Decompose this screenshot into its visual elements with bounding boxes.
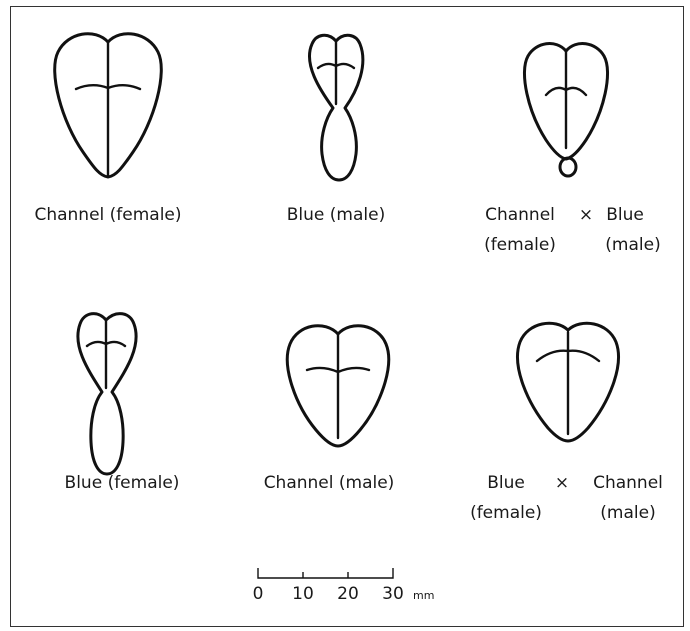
svg-text:(male): (male) (600, 503, 655, 523)
svg-text:×: × (579, 205, 593, 225)
label-blue-male: Blue (male) (287, 205, 385, 225)
label-hybrid-channel-x-blue: Channel (female) × Blue (male) (484, 205, 661, 255)
svg-text:Blue: Blue (487, 473, 525, 493)
specimen-channel-male: Channel (male) (264, 326, 395, 493)
svg-text:(male): (male) (605, 235, 660, 255)
specimen-channel-female: Channel (female) (34, 34, 181, 225)
specimen-hybrid-channel-x-blue: Channel (female) × Blue (male) (484, 44, 661, 255)
specimen-hybrid-blue-x-channel: Blue (female) × Channel (male) (470, 323, 663, 523)
scale-tick-20: 20 (337, 584, 359, 604)
scale-bar: 0 10 20 30 mm (253, 568, 435, 604)
svg-text:(female): (female) (470, 503, 542, 523)
label-channel-female: Channel (female) (34, 205, 181, 225)
specimen-blue-male: Blue (male) (287, 35, 385, 225)
knob-hybrid-channel-x-blue (560, 158, 576, 176)
label-hybrid-blue-x-channel: Blue (female) × Channel (male) (470, 473, 663, 523)
specimen-blue-female: Blue (female) (65, 314, 180, 493)
scale-tick-10: 10 (292, 584, 314, 604)
svg-text:(female): (female) (484, 235, 556, 255)
svg-text:Channel: Channel (593, 473, 663, 493)
svg-text:×: × (555, 473, 569, 493)
svg-text:Channel: Channel (485, 205, 555, 225)
label-blue-female: Blue (female) (65, 473, 180, 493)
vein-hybrid-channel-x-blue (546, 51, 586, 148)
scale-tick-30: 30 (382, 584, 404, 604)
scale-tick-0: 0 (253, 584, 264, 604)
scale-unit: mm (413, 589, 434, 602)
svg-text:Blue: Blue (606, 205, 644, 225)
vein-channel-male (307, 334, 369, 438)
label-channel-male: Channel (male) (264, 473, 395, 493)
vein-hybrid-blue-x-channel (537, 332, 599, 434)
scale-bar-line (258, 568, 393, 578)
